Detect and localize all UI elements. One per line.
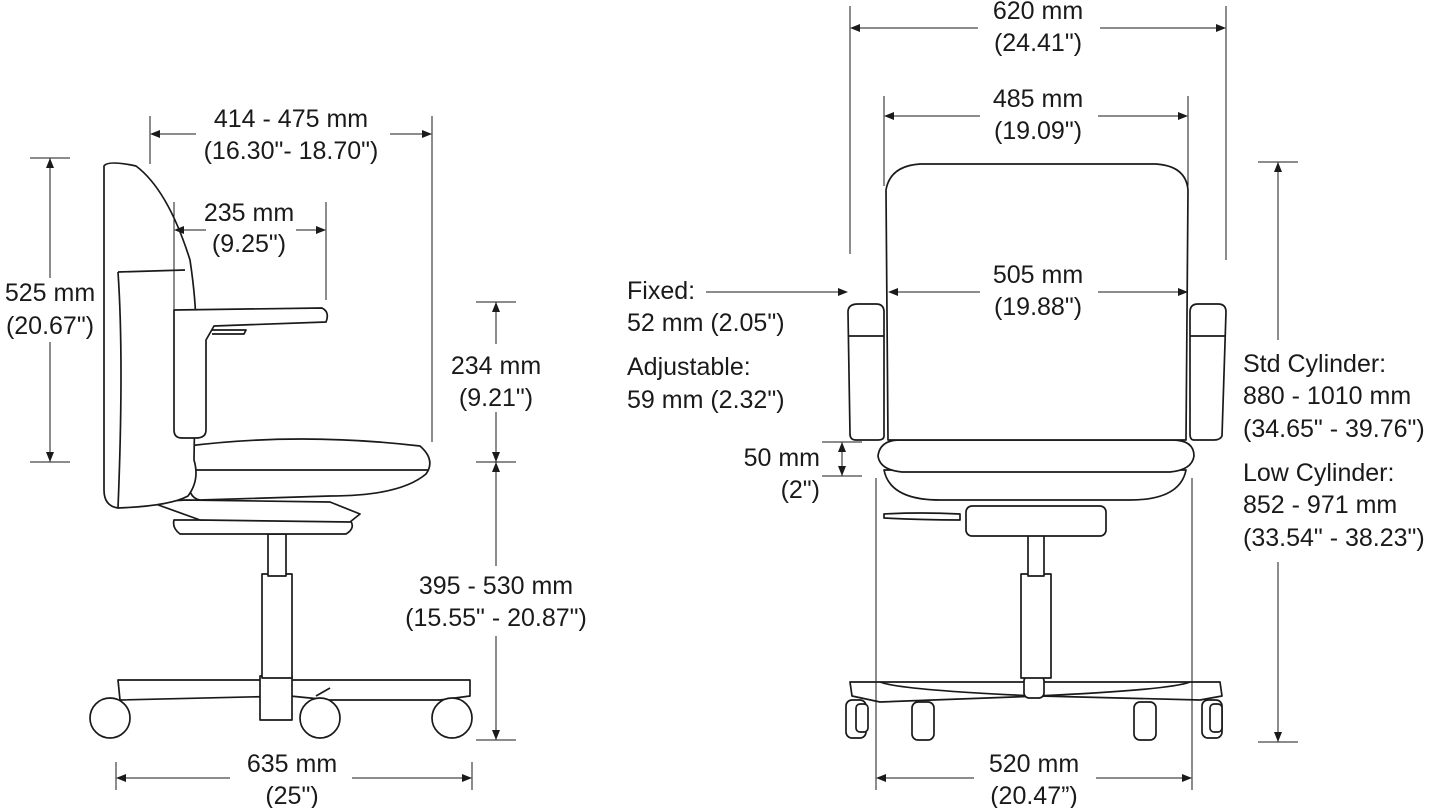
front-back-width-mm: 485 mm bbox=[993, 85, 1083, 113]
side-seat-height-in: (15.55" - 20.87") bbox=[405, 604, 587, 632]
side-arm-height-mm: 234 mm bbox=[451, 352, 541, 380]
side-seat-height-mm: 395 - 530 mm bbox=[419, 572, 573, 600]
front-casters bbox=[845, 675, 1223, 741]
front-overall-width-mm: 620 mm bbox=[993, 0, 1083, 25]
front-back-width-in: (19.09") bbox=[994, 117, 1082, 145]
side-depth-mm: 414 - 475 mm bbox=[214, 105, 368, 133]
front-low-cylinder-in: (33.54" - 38.23") bbox=[1243, 524, 1425, 552]
front-arm-adjustable-label: Adjustable: bbox=[627, 353, 751, 381]
front-std-cylinder-in: (34.65" - 39.76") bbox=[1243, 415, 1425, 443]
side-view-labels: 414 - 475 mm (16.30"- 18.70") 525 mm (20… bbox=[5, 105, 587, 808]
side-arm-height-in: (9.21") bbox=[459, 384, 533, 412]
side-arm-depth-in: (9.25") bbox=[212, 230, 286, 258]
side-view-chair bbox=[89, 162, 473, 739]
front-base-width-in: (20.47”) bbox=[990, 782, 1078, 808]
front-low-cylinder-mm: 852 - 971 mm bbox=[1243, 491, 1397, 519]
front-arm-adjust-mm: 50 mm bbox=[744, 444, 820, 472]
front-between-arms-in: (19.88") bbox=[994, 293, 1082, 321]
side-arm-depth-mm: 235 mm bbox=[204, 199, 294, 227]
front-base-width-mm: 520 mm bbox=[989, 750, 1079, 778]
side-base-width-mm: 635 mm bbox=[247, 750, 337, 778]
front-arm-adjust-in: (2") bbox=[781, 476, 820, 504]
dimension-lines bbox=[30, 6, 1298, 790]
side-depth-in: (16.30"- 18.70") bbox=[204, 137, 379, 165]
side-base-width-in: (25") bbox=[265, 782, 318, 808]
front-low-cylinder-label: Low Cylinder: bbox=[1243, 459, 1394, 487]
front-std-cylinder-mm: 880 - 1010 mm bbox=[1243, 382, 1411, 410]
front-view-labels: 620 mm (24.41") 485 mm (19.09") 505 mm (… bbox=[627, 0, 1425, 808]
front-view-chair bbox=[845, 163, 1227, 741]
front-between-arms-mm: 505 mm bbox=[993, 261, 1083, 289]
side-back-height-mm: 525 mm bbox=[5, 279, 95, 307]
front-arm-fixed-label: Fixed: bbox=[627, 277, 695, 305]
front-overall-width-in: (24.41") bbox=[994, 29, 1082, 57]
front-std-cylinder-label: Std Cylinder: bbox=[1243, 350, 1386, 378]
side-back-height-in: (20.67") bbox=[6, 312, 94, 340]
front-arm-fixed-value: 52 mm (2.05") bbox=[627, 309, 785, 337]
front-arm-adjustable-value: 59 mm (2.32") bbox=[627, 386, 785, 414]
